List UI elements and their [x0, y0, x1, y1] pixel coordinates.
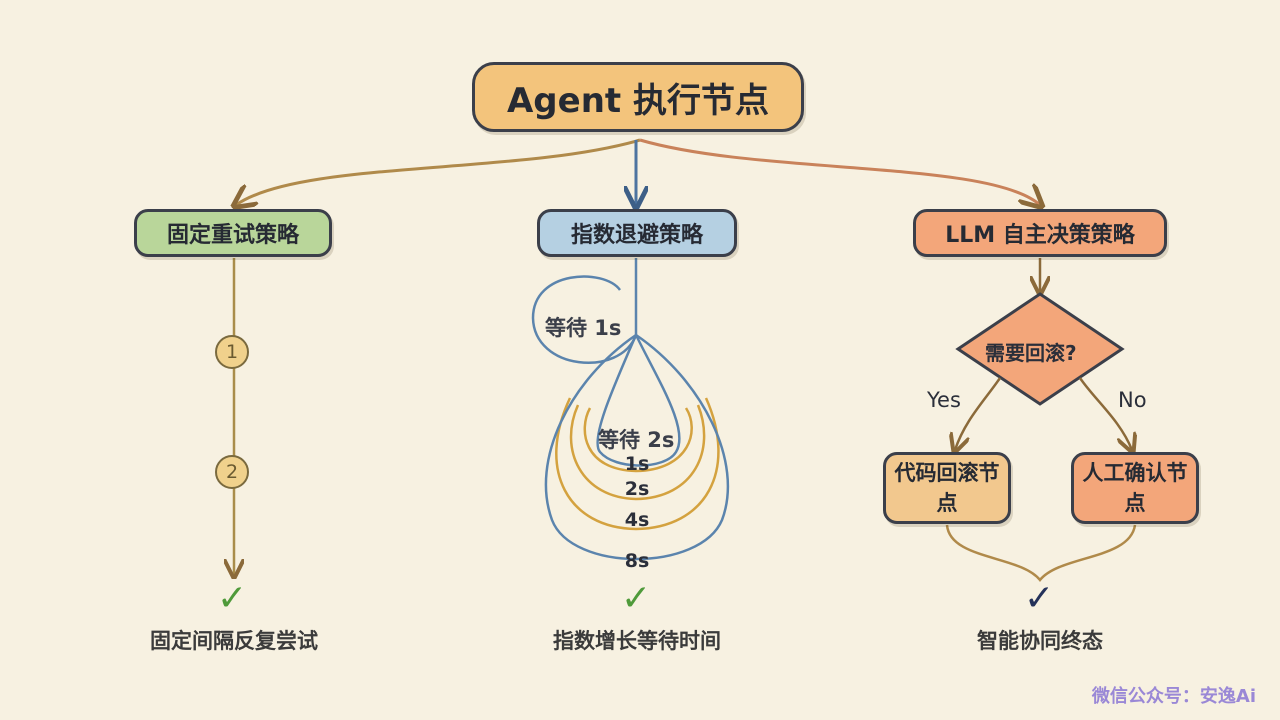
yes-branch-arrow	[955, 377, 1002, 450]
backoff-arc-4s	[555, 397, 720, 531]
rollback-node: 代码回滚节点	[883, 452, 1011, 524]
branch-backoff-label: 指数退避策略	[570, 223, 703, 248]
llm-check-icon: ✓	[1024, 578, 1055, 619]
llm-outcome: 智能协同终态	[977, 629, 1103, 653]
wait-1s-label: 等待 1s	[545, 316, 622, 340]
retry-step-1-label: 1	[225, 341, 239, 363]
yes-label: Yes	[927, 388, 961, 412]
watermark: 微信公众号：安逸Ai	[1091, 686, 1256, 707]
branch-llm-decision: LLM 自主决策策略	[913, 209, 1167, 257]
fixed-check-icon: ✓	[217, 578, 248, 619]
branch-exponential-backoff: 指数退避策略	[537, 209, 737, 257]
delay-2s-label: 2s	[624, 478, 650, 500]
fixed-outcome: 固定间隔反复尝试	[150, 629, 318, 653]
decision-diamond	[955, 292, 1125, 406]
connector-root-right	[639, 138, 1040, 205]
branch-llm-label: LLM 自主决策策略	[945, 223, 1135, 248]
backoff-arc-1s	[583, 407, 693, 473]
retry-step-1: 1	[215, 335, 249, 369]
no-label: No	[1118, 388, 1147, 412]
backoff-check-icon: ✓	[621, 578, 652, 619]
backoff-inner-loop	[596, 334, 681, 467]
backoff-outer-loop	[544, 333, 730, 561]
merge-line	[945, 524, 1137, 582]
rollback-node-label: 代码回滚节点	[894, 461, 1000, 515]
delay-1s-label: 1s	[624, 453, 650, 475]
delay-4s-label: 4s	[624, 509, 650, 531]
root-label: Agent 执行节点	[506, 80, 769, 121]
delay-8s-label: 8s	[624, 550, 650, 572]
backoff-arc-2s	[569, 404, 706, 501]
branch-fixed-retry: 固定重试策略	[134, 209, 332, 257]
root-node: Agent 执行节点	[472, 62, 804, 132]
connector-root-left	[236, 138, 641, 205]
manual-confirm-label: 人工确认节点	[1082, 461, 1188, 515]
no-branch-arrow	[1078, 377, 1132, 450]
wait-2s-label: 等待 2s	[598, 428, 675, 452]
retry-step-2-label: 2	[225, 461, 239, 483]
backoff-outcome: 指数增长等待时间	[553, 629, 721, 653]
manual-confirm-node: 人工确认节点	[1071, 452, 1199, 524]
retry-step-2: 2	[215, 455, 249, 489]
backoff-first-loop	[531, 258, 638, 364]
decision-label: 需要回滚?	[985, 341, 1077, 365]
branch-fixed-label: 固定重试策略	[166, 223, 299, 248]
